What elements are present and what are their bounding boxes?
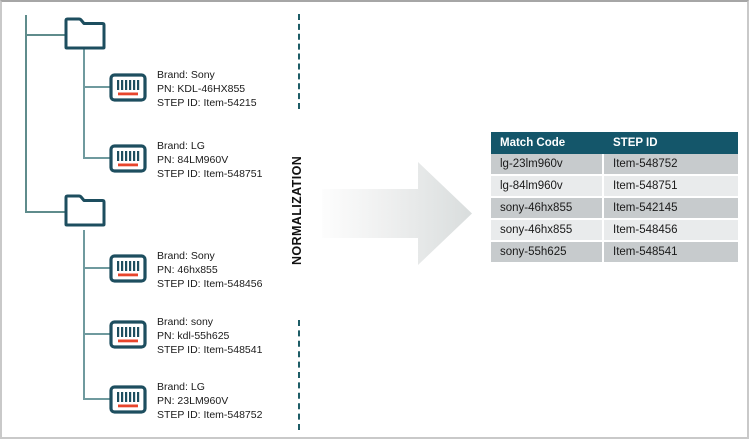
item-brand: Brand: Sony [157,69,215,81]
process-label-normalization: NORMALIZATION [290,155,304,265]
cell-match-code: lg-23lm960v [491,154,604,176]
table-header-row: Match Code STEP ID [491,132,738,154]
cell-step-id: Item-548752 [603,154,738,176]
barcode-icon[interactable] [109,144,147,173]
tree-subtrunk-line-1 [83,49,85,159]
barcode-icon[interactable] [109,254,147,283]
column-header-match-code[interactable]: Match Code [491,132,604,154]
item-step-id: STEP ID: Item-54215 [157,97,257,109]
item-step-id: STEP ID: Item-548541 [157,344,263,356]
item-step-id: STEP ID: Item-548751 [157,168,263,180]
tree-trunk-line [25,15,27,212]
item-brand: Brand: Sony [157,250,215,262]
item-brand: Brand: LG [157,140,205,152]
cell-match-code: sony-46hx855 [491,197,604,220]
item-step-id: STEP ID: Item-548456 [157,278,263,290]
table-row[interactable]: sony-46hx855 Item-548456 [491,219,738,242]
item-details: Brand: sony PN: kdl-55h625 STEP ID: Item… [157,315,262,357]
cell-step-id: Item-548541 [603,241,738,264]
cell-match-code: sony-55h625 [491,241,604,264]
column-header-step-id[interactable]: STEP ID [603,132,738,154]
item-pn: PN: 84LM960V [157,154,229,166]
cell-step-id: Item-548456 [603,219,738,242]
item-pn: PN: KDL-46HX855 [157,83,246,95]
table-row[interactable]: sony-55h625 Item-548541 [491,241,738,264]
cell-match-code: sony-46hx855 [491,219,604,242]
cell-step-id: Item-548751 [603,175,738,198]
item-pn: PN: 46hx855 [157,264,218,276]
folder-icon[interactable] [63,194,107,227]
table-row[interactable]: lg-23lm960v Item-548752 [491,154,738,176]
tree-branch-item-4 [83,333,111,335]
item-details: Brand: LG PN: 84LM960V STEP ID: Item-548… [157,139,262,181]
tree-branch-item-2 [83,157,111,159]
barcode-icon[interactable] [109,73,147,102]
normalization-arrow-icon [322,162,472,265]
cell-match-code: lg-84lm960v [491,175,604,198]
tree-branch-to-folder-2 [25,211,67,213]
item-details: Brand: Sony PN: 46hx855 STEP ID: Item-54… [157,249,262,291]
normalized-result-table: Match Code STEP ID lg-23lm960v Item-5487… [491,132,738,264]
table-row[interactable]: sony-46hx855 Item-542145 [491,197,738,220]
divider-dashed-top [298,14,300,109]
item-step-id: STEP ID: Item-548752 [157,409,263,421]
item-pn: PN: kdl-55h625 [157,330,230,342]
table-row[interactable]: lg-84lm960v Item-548751 [491,175,738,198]
tree-branch-item-5 [83,398,111,400]
tree-branch-item-3 [83,267,111,269]
item-brand: Brand: sony [157,316,214,328]
tree-subtrunk-line-2 [83,230,85,400]
item-details: Brand: LG PN: 23LM960V STEP ID: Item-548… [157,380,262,422]
cell-step-id: Item-542145 [603,197,738,220]
item-pn: PN: 23LM960V [157,395,229,407]
barcode-icon[interactable] [109,320,147,349]
folder-icon[interactable] [63,17,107,50]
divider-dashed-bottom [298,320,300,430]
tree-branch-to-folder-1 [25,34,67,36]
item-details: Brand: Sony PN: KDL-46HX855 STEP ID: Ite… [157,68,257,110]
barcode-icon[interactable] [109,385,147,414]
item-brand: Brand: LG [157,381,205,393]
tree-branch-item-1 [83,86,111,88]
